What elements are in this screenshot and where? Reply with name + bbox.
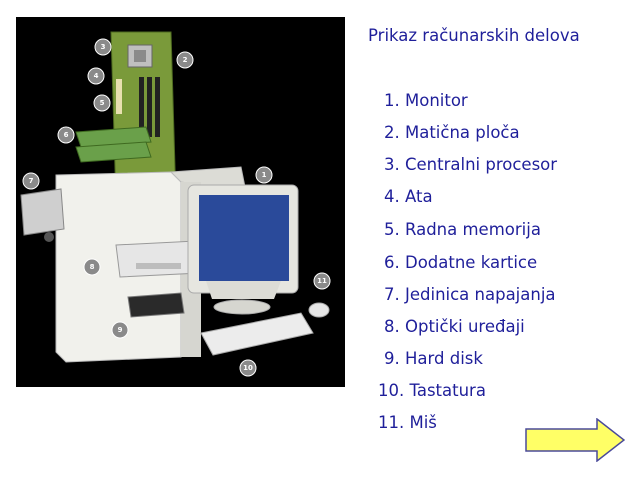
part-item-dodatne-kartice: 6. Dodatne kartice: [384, 253, 538, 272]
page-title: Prikaz računarskih delova: [368, 26, 580, 45]
svg-text:3: 3: [101, 43, 106, 51]
callout-5: 5: [93, 94, 111, 112]
callout-11: 11: [313, 272, 331, 290]
next-slide-button[interactable]: [525, 418, 625, 462]
svg-text:6: 6: [64, 131, 69, 139]
svg-text:1: 1: [262, 171, 267, 179]
part-item-centralni-procesor: 3. Centralni procesor: [384, 155, 558, 174]
callout-1: 1: [255, 166, 273, 184]
callout-4: 4: [87, 67, 105, 85]
svg-text:11: 11: [317, 277, 327, 285]
svg-text:4: 4: [94, 72, 99, 80]
svg-text:5: 5: [100, 99, 105, 107]
svg-text:9: 9: [118, 326, 123, 334]
svg-text:7: 7: [29, 177, 34, 185]
right-arrow-icon[interactable]: [525, 418, 625, 462]
part-item-mis: 11. Miš: [378, 413, 437, 432]
svg-text:2: 2: [183, 56, 188, 64]
computer-parts-illustration: 3 2 4 5 6 7 1 8 11 9 10: [16, 17, 345, 387]
callout-7: 7: [22, 172, 40, 190]
part-item-maticna-ploca: 2. Matična ploča: [384, 123, 520, 142]
callout-6: 6: [57, 126, 75, 144]
part-item-ata: 4. Ata: [384, 187, 433, 206]
part-item-monitor: 1. Monitor: [384, 91, 468, 110]
callout-2: 2: [176, 51, 194, 69]
callout-8: 8: [83, 258, 101, 276]
svg-text:8: 8: [90, 263, 95, 271]
part-item-radna-memorija: 5. Radna memorija: [384, 220, 541, 239]
part-item-tastatura: 10. Tastatura: [378, 381, 486, 400]
callout-9: 9: [111, 321, 129, 339]
part-item-opticki-uredjaji: 8. Optički uređaji: [384, 317, 525, 336]
part-item-hard-disk: 9. Hard disk: [384, 349, 483, 368]
part-item-jedinica-napajanja: 7. Jedinica napajanja: [384, 285, 556, 304]
svg-text:10: 10: [243, 364, 253, 372]
callout-10: 10: [239, 359, 257, 377]
callout-3: 3: [94, 38, 112, 56]
